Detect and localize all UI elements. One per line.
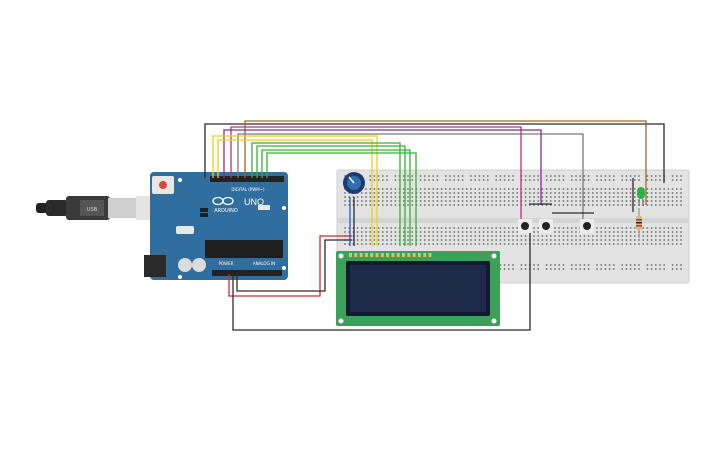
breadboard-holes [344,175,682,270]
arduino-logo-icon [212,196,234,206]
lcd-screen [350,265,486,312]
arduino-model: UNO [244,197,264,207]
analog-label: ANALOG IN [253,261,275,266]
wire-brown [244,120,647,205]
wire-green-2 [256,145,406,246]
atmega-chip [205,240,283,258]
pushbutton-3 [580,219,594,233]
wire-green-3 [261,149,411,246]
wire-green-1 [251,142,401,246]
wire-yellow-2 [217,139,373,246]
wire-yellow-1 [212,135,378,246]
wire-magenta [230,126,522,226]
resistor [636,208,642,238]
potentiometer [343,172,365,194]
arduino-uno: ARDUINO UNO DIGITAL (PWM~) POWER ANALOG … [144,172,288,280]
wire-red-bottom [228,235,352,297]
usb-cable: USB [36,196,158,220]
power-label: POWER [219,261,234,266]
wire-black-gnd [232,232,531,331]
digital-label: DIGITAL (PWM~) [231,187,265,192]
pushbutton-2 [539,219,553,233]
pushbutton-1 [518,219,532,233]
wire-green-4 [266,152,417,246]
lcd-16x2 [336,251,500,326]
arduino-brand: ARDUINO [214,208,238,214]
wires [204,120,665,331]
wire-gray [237,133,584,226]
wire-black-top [204,123,665,183]
led [637,187,645,206]
usb-label: USB [87,207,98,213]
lcd-pin-header [349,253,432,257]
wire-black-bottom [236,239,352,292]
wire-purple [223,129,542,205]
